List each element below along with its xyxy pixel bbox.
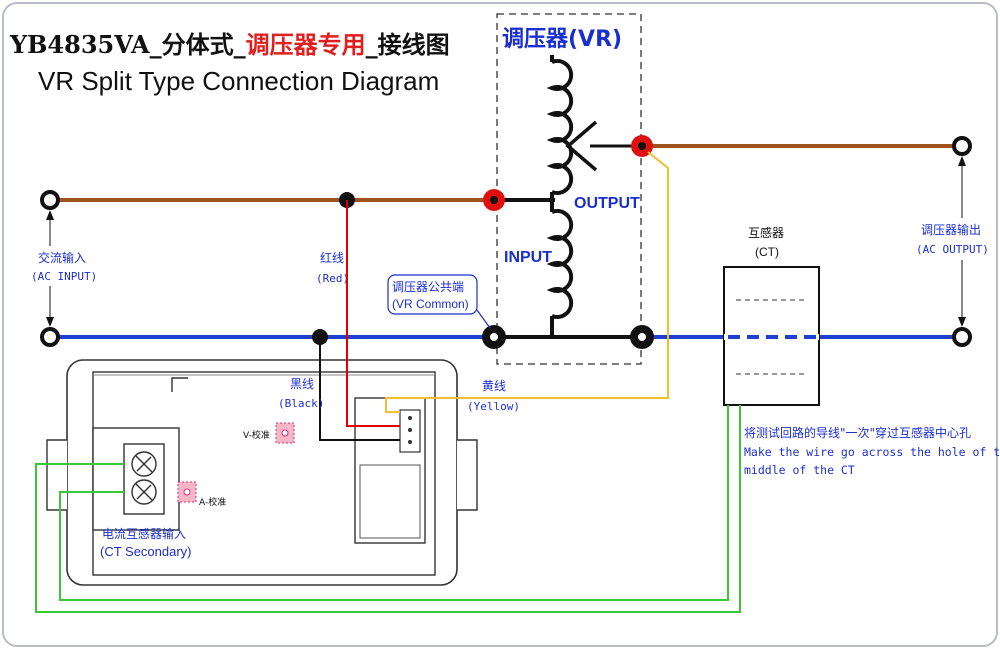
green-ct-wire-outer <box>35 405 741 613</box>
red-wire-label-cn: 红线 <box>320 250 344 265</box>
vr-input-label: INPUT <box>504 249 552 266</box>
red-wire-label-en: (Red) <box>316 272 349 285</box>
red-signal-wire <box>346 200 400 427</box>
vr-label: 调压器(VR) <box>502 27 622 52</box>
junction-core <box>638 333 646 341</box>
coil-lower <box>546 209 574 319</box>
meter-corner-mark <box>171 377 188 392</box>
wiper-arrow-icon <box>565 120 598 172</box>
junction-core <box>490 333 498 341</box>
arrow-up-icon <box>46 210 54 220</box>
black-signal-wire <box>319 337 400 441</box>
black-wire-label-cn: 黑线 <box>290 377 314 391</box>
arrow-down-icon <box>46 317 54 327</box>
meter-left-clip <box>46 439 67 511</box>
ct-note-en-2: middle of the CT <box>744 463 855 477</box>
ac-output-label-cn: 调压器输出 <box>921 222 981 237</box>
yellow-signal-wire <box>385 151 669 413</box>
meter-right-slot <box>359 464 421 539</box>
page-subtitle: VR Split Type Connection Diagram <box>38 66 439 96</box>
junction-core <box>638 142 646 150</box>
yellow-wire-label-en: (Yellow) <box>467 400 520 413</box>
ac-output-label-en: (AC OUTPUT) <box>916 243 989 256</box>
ct-label-en: (CT) <box>755 245 779 259</box>
ct-label-cn: 互感器 <box>748 225 784 240</box>
green-ct-wire-inner <box>59 405 729 601</box>
v-cal-label: V-校准 <box>243 429 270 441</box>
ac-output-label-bg <box>915 218 995 260</box>
ct-secondary-label-en: (CT Secondary) <box>100 544 192 559</box>
ac-input-label-cn: 交流输入 <box>38 250 86 265</box>
ct-note-cn: 将测试回路的导线"一次"穿过互感器中心孔 <box>744 425 971 440</box>
black-wire-label-en: (Black) <box>278 397 324 410</box>
ac-input-label-bg <box>28 246 114 286</box>
meter-right-clip <box>457 439 478 511</box>
arrow-up-icon <box>958 156 966 166</box>
vr-common-label-en: (VR Common) <box>392 297 469 311</box>
vr-box <box>496 13 642 365</box>
yellow-wire-label-cn: 黄线 <box>482 379 506 393</box>
ac-input-neutral-terminal <box>40 327 60 347</box>
junction-core <box>490 196 498 204</box>
coil-upper <box>546 59 574 195</box>
ct-secondary-label-cn: 电流互感器输入 <box>102 526 186 541</box>
arrow-down-icon <box>958 317 966 327</box>
ac-output-live-terminal <box>952 136 972 156</box>
vr-common-pointer <box>476 309 491 329</box>
vr-common-label-cn: 调压器公共端 <box>392 280 464 294</box>
ac-input-label-en: (AC INPUT) <box>31 270 97 283</box>
ct-note-en-1: Make the wire go across the hole of the <box>744 445 1000 459</box>
ac-output-neutral-terminal <box>952 327 972 347</box>
vr-output-label: OUTPUT <box>574 195 640 212</box>
ac-input-live-terminal <box>40 190 60 210</box>
vr-common-label-box <box>387 274 478 315</box>
page-title: YB4835VA_分体式_调压器专用_接线图 <box>9 30 450 59</box>
a-cal-label: A-校准 <box>199 496 226 508</box>
